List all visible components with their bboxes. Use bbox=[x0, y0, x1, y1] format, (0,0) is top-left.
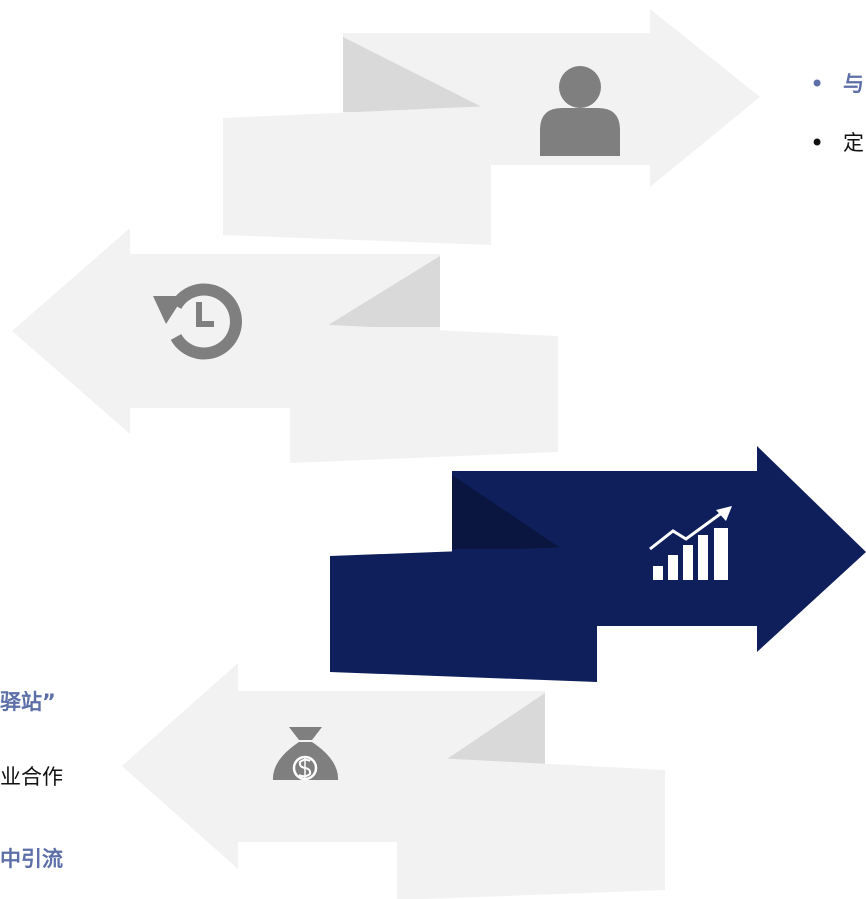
bullet-dot: • bbox=[810, 129, 825, 157]
left-text-accent-2: 中引流 bbox=[0, 847, 63, 871]
right-bullet-accent-text: 与 bbox=[843, 72, 864, 96]
arrow-money bbox=[122, 663, 665, 899]
left-text-dark: 业合作 bbox=[0, 765, 63, 789]
arrow-growth-fold bbox=[452, 475, 562, 549]
money-bag-icon bbox=[272, 727, 339, 781]
arrow-person-flap bbox=[223, 106, 491, 245]
history-icon bbox=[153, 283, 242, 360]
arrow-growth-flap bbox=[330, 546, 597, 682]
right-bullet-dark-text: 定 bbox=[843, 131, 864, 155]
left-text-accent-1: 驿站” bbox=[0, 690, 56, 714]
arrow-history-fold bbox=[325, 256, 440, 327]
person-icon bbox=[540, 66, 620, 156]
arrow-money-flap bbox=[397, 756, 665, 899]
arrow-growth bbox=[330, 446, 866, 682]
arrow-history-flap bbox=[290, 323, 558, 463]
bullet-dot: • bbox=[810, 70, 825, 98]
arrow-person bbox=[223, 9, 760, 245]
arrow-person-fold bbox=[343, 37, 492, 112]
growth-chart-icon bbox=[649, 506, 732, 580]
arrow-history bbox=[12, 228, 558, 463]
arrow-money-fold bbox=[432, 693, 545, 769]
